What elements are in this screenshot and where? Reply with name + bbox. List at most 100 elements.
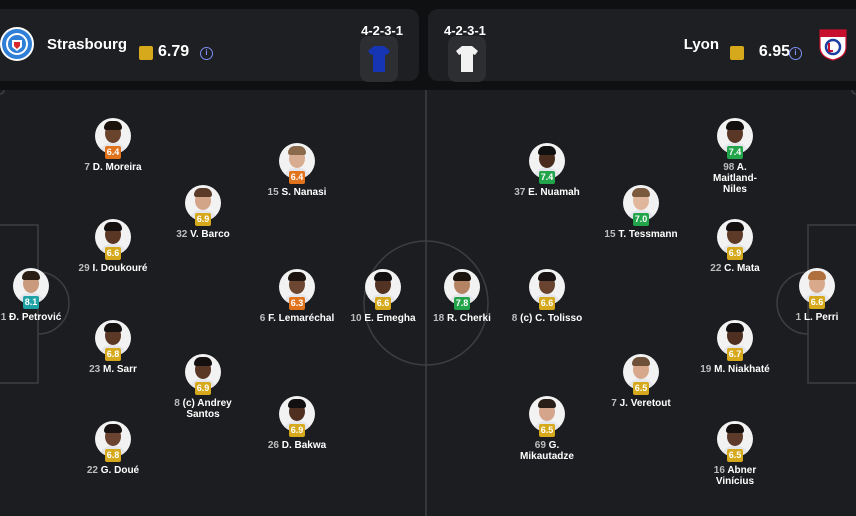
player-number: 32 (176, 229, 188, 240)
player-rating-badge: 7.4 (727, 146, 743, 159)
player-number: 16 (713, 465, 725, 476)
player-sarr[interactable]: 6.8 23 M. Sarr (58, 320, 168, 375)
home-info-icon[interactable]: i (200, 47, 213, 60)
home-team-rating: 6.79 (158, 43, 190, 60)
player-number: 7 (611, 398, 617, 409)
pitch (0, 90, 856, 516)
player-petrovic[interactable]: 8.1 1 Đ. Petrović (0, 268, 86, 323)
player-name: A. Maitland-Niles (713, 162, 757, 195)
player-rating-badge: 6.5 (539, 424, 555, 437)
home-formation: 4-2-3-1 (361, 23, 403, 38)
top-strip (0, 0, 856, 4)
player-label[interactable]: 10 E. Emegha (328, 313, 438, 324)
player-name: M. Niakhaté (714, 364, 770, 375)
player-label[interactable]: 22 G. Doué (58, 465, 168, 476)
player-label[interactable]: 26 D. Bakwa (242, 440, 352, 451)
home-team-name[interactable]: Strasbourg (47, 36, 128, 53)
player-doukoure[interactable]: 6.6 29 I. Doukouré (58, 219, 168, 274)
player-label[interactable]: 7 D. Moreira (58, 162, 168, 173)
player-label[interactable]: 6 F. Lemaréchal (242, 313, 352, 324)
player-name: C. Mata (724, 263, 760, 274)
home-rating-square (139, 46, 153, 60)
player-bakwa[interactable]: 6.9 26 D. Bakwa (242, 396, 352, 451)
strasbourg-crest-icon (0, 27, 34, 61)
player-label[interactable]: 37 E. Nuamah (492, 187, 602, 198)
player-name: J. Veretout (619, 398, 671, 409)
player-rating-badge: 8.1 (23, 296, 39, 309)
player-rating-badge: 6.8 (105, 348, 121, 361)
player-label[interactable]: 15 S. Nanasi (242, 187, 352, 198)
player-rating-badge: 6.6 (375, 297, 391, 310)
player-rating-badge: 6.5 (633, 382, 649, 395)
player-name: T. Tessmann (618, 229, 678, 240)
player-doue[interactable]: 6.8 22 G. Doué (58, 421, 168, 476)
player-number: 15 (267, 187, 279, 198)
away-info-icon[interactable]: i (789, 47, 802, 60)
player-name: E. Nuamah (528, 187, 580, 198)
away-team-rating: 6.95 (758, 43, 790, 60)
player-rating-badge: 6.9 (289, 424, 305, 437)
player-rating-badge: 6.9 (195, 213, 211, 226)
player-label[interactable]: 22 C. Mata (680, 263, 790, 274)
player-maitland[interactable]: 7.4 98 A. Maitland-Niles (680, 118, 790, 195)
player-label[interactable]: 1 L. Perri (762, 312, 856, 323)
player-name: Abner Vinícius (715, 465, 757, 487)
player-number: 23 (89, 364, 101, 375)
player-label[interactable]: 19 M. Niakhaté (680, 364, 790, 375)
player-name: Đ. Petrović (9, 312, 62, 323)
player-rating-badge: 7.8 (454, 297, 470, 310)
player-name: F. Lemaréchal (268, 313, 335, 324)
away-team-card[interactable]: 4-2-3-1 Lyon 6.95 i (428, 9, 856, 82)
player-name: (c) C. Tolisso (520, 313, 583, 324)
player-number: 19 (700, 364, 712, 375)
player-number: 22 (86, 465, 98, 476)
player-veretout[interactable]: 6.5 7 J. Veretout (586, 354, 696, 409)
player-label[interactable]: 7 J. Veretout (586, 398, 696, 409)
player-lemarechal[interactable]: 6.3 6 F. Lemaréchal (242, 269, 352, 324)
player-tolisso[interactable]: 6.6 8 (c) C. Tolisso (492, 269, 602, 324)
player-cherki[interactable]: 7.8 18 R. Cherki (407, 269, 517, 324)
player-name: V. Barco (190, 229, 230, 240)
player-number: 69 (534, 440, 546, 451)
player-label[interactable]: 29 I. Doukouré (58, 263, 168, 274)
player-label[interactable]: 23 M. Sarr (58, 364, 168, 375)
player-label[interactable]: 18 R. Cherki (407, 313, 517, 324)
player-number: 37 (514, 187, 526, 198)
player-rating-badge: 6.8 (105, 449, 121, 462)
player-rating-badge: 6.6 (539, 297, 555, 310)
player-tessmann[interactable]: 7.0 15 T. Tessmann (586, 185, 696, 240)
player-rating-badge: 6.4 (289, 171, 305, 184)
player-label[interactable]: 8 (c) Andrey Santos (172, 398, 234, 420)
player-nanasi[interactable]: 6.4 15 S. Nanasi (242, 143, 352, 198)
home-kit (360, 36, 398, 82)
player-emegha[interactable]: 6.6 10 E. Emegha (328, 269, 438, 324)
home-team-card[interactable]: Strasbourg 6.79 i 4-2-3-1 (0, 9, 419, 82)
player-label[interactable]: 98 A. Maitland-Niles (704, 162, 766, 195)
away-formation: 4-2-3-1 (444, 23, 486, 38)
player-mata[interactable]: 6.9 22 C. Mata (680, 219, 790, 274)
player-barco[interactable]: 6.9 32 V. Barco (148, 185, 258, 240)
away-kit (448, 36, 486, 82)
player-rating-badge: 6.3 (289, 297, 305, 310)
away-team-name[interactable]: Lyon (683, 36, 719, 53)
player-number: 18 (433, 313, 445, 324)
player-rating-badge: 7.0 (633, 213, 649, 226)
player-label[interactable]: 1 Đ. Petrović (0, 312, 86, 323)
player-rating-badge: 6.9 (727, 247, 743, 260)
player-mikautadze[interactable]: 6.5 69 G. Mikautadze (492, 396, 602, 462)
player-number: 26 (267, 440, 279, 451)
player-label[interactable]: 15 T. Tessmann (586, 229, 696, 240)
player-label[interactable]: 16 Abner Vinícius (704, 465, 766, 487)
player-rating-badge: 6.6 (105, 247, 121, 260)
player-name: G. Doué (100, 465, 140, 476)
player-avatar[interactable] (717, 118, 753, 154)
player-label[interactable]: 32 V. Barco (148, 229, 258, 240)
player-label[interactable]: 69 G. Mikautadze (516, 440, 578, 462)
player-label[interactable]: 8 (c) C. Tolisso (492, 313, 602, 324)
